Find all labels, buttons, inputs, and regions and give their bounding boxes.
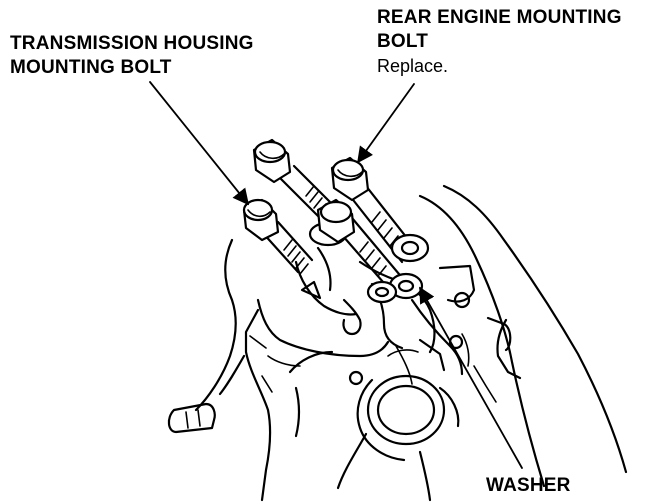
rear-engine-bolt-note: Replace. [377,56,449,76]
transmission-housing-outline [194,238,390,502]
transmission-bolt-leader-arrow [149,81,250,206]
engine-block-outline [418,184,628,488]
rear-engine-bolt [330,156,420,264]
transmission-housing-bolt-2 [252,138,342,226]
rear-engine-bolt-label-line1: REAR ENGINE MOUNTING [377,7,622,28]
hook-bracket [167,402,216,434]
transmission-housing-bolt [242,198,314,275]
transmission-bolt-label-line2: MOUNTING BOLT [10,57,172,78]
rear-engine-bolt-leader-arrow [357,83,415,164]
washer-label: WASHER [486,475,571,496]
washer-leader-arrow [419,286,523,469]
middle-mounting-bolt [308,198,406,292]
rear-engine-bolt-label-line2: BOLT [377,31,429,52]
mount-cylinder [336,349,460,502]
transmission-bolt-label-line1: TRANSMISSION HOUSING [10,33,254,54]
washers [366,233,430,304]
